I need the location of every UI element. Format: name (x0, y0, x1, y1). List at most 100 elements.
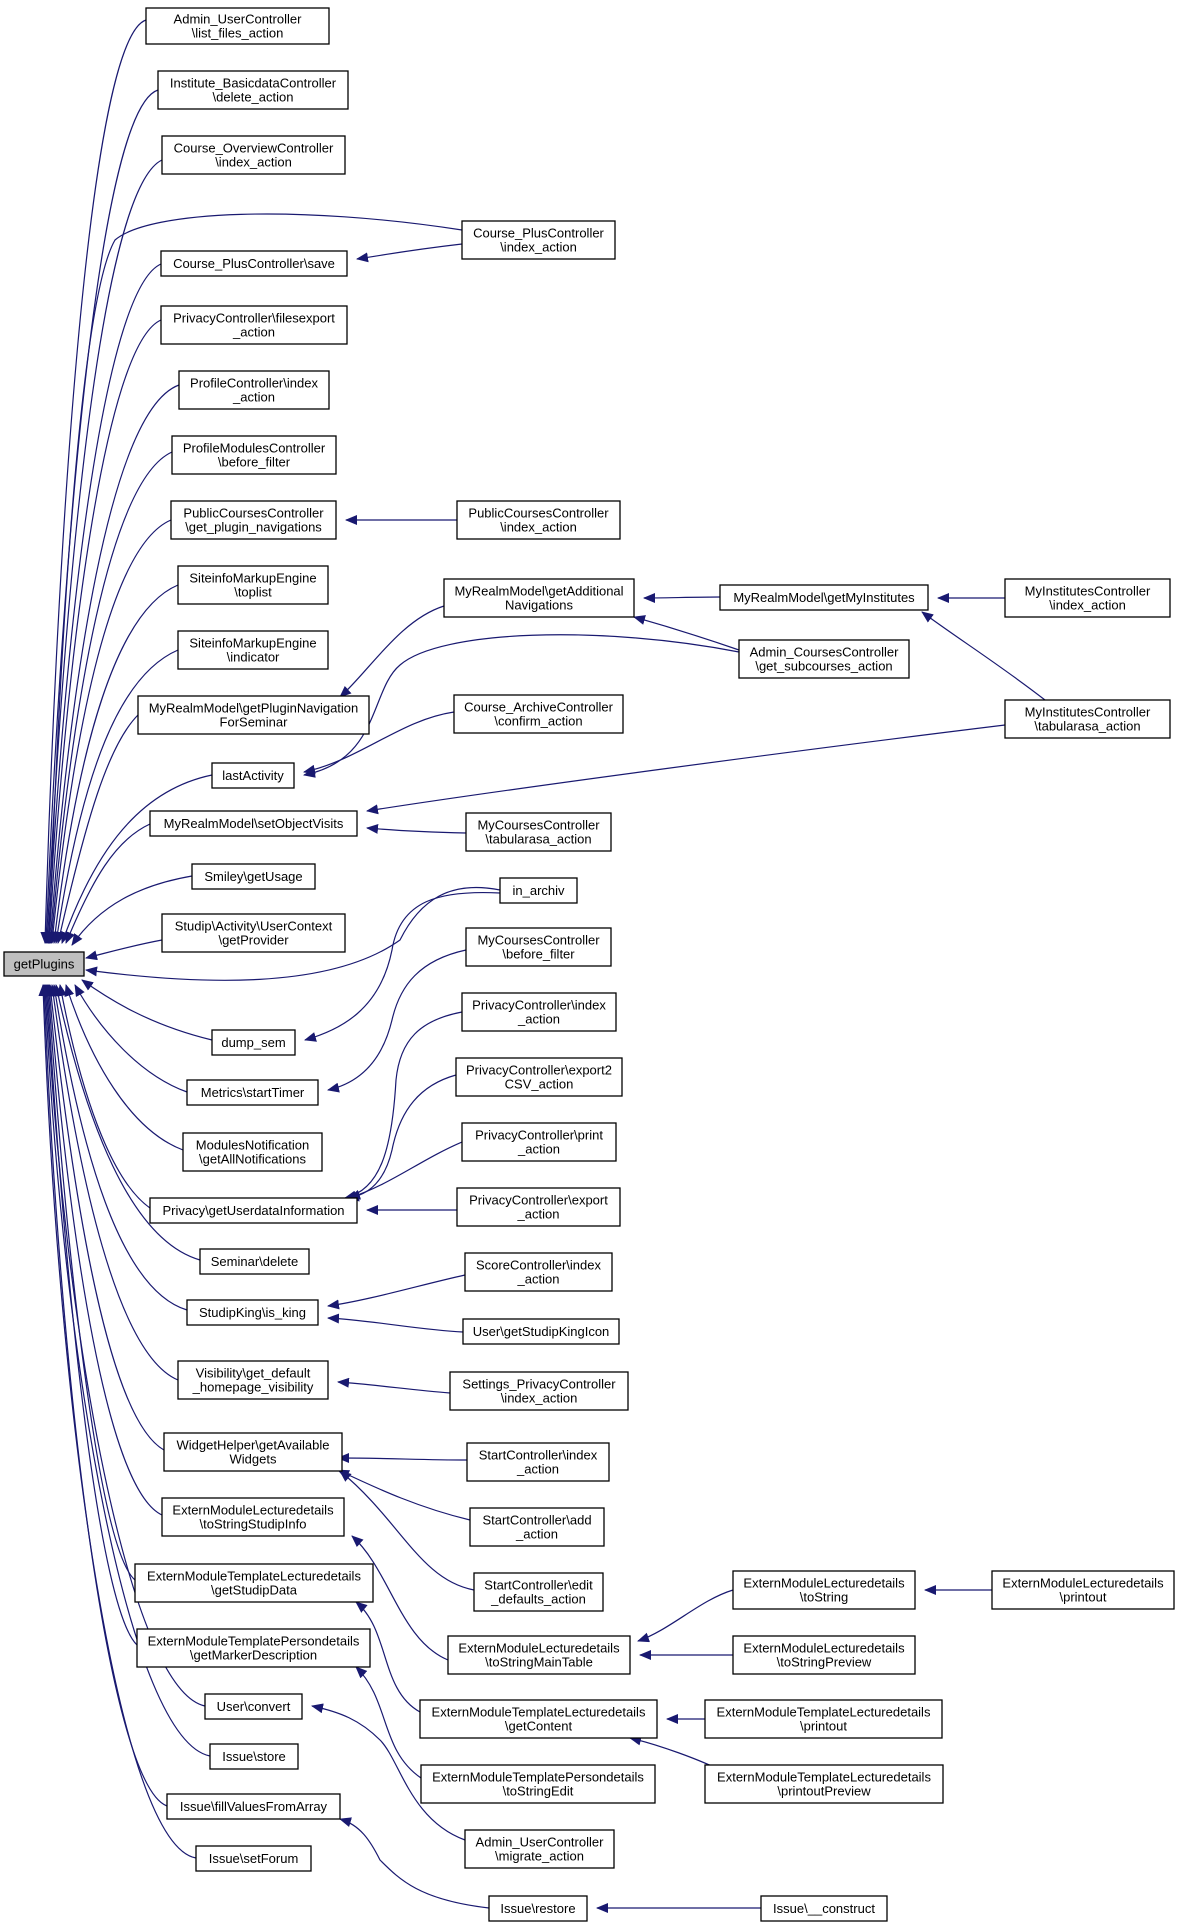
graph-node[interactable]: ExternModuleLecturedetails\toString (732, 1570, 916, 1610)
root-node[interactable]: getPlugins (3, 951, 85, 977)
edge-a19-to-getPlugins (57, 984, 151, 1209)
graph-node[interactable]: ExternModuleLecturedetails\toStringMainT… (447, 1635, 631, 1675)
graph-node[interactable]: Privacy\getUserdataInformation (149, 1197, 358, 1224)
graph-node[interactable]: Visibility\get_default_homepage_visibili… (177, 1360, 329, 1400)
graph-node[interactable]: PublicCoursesController\get_plugin_navig… (170, 500, 337, 540)
graph-node[interactable]: ExternModuleTemplateLecturedetails\getCo… (419, 1699, 658, 1739)
node-box (134, 1563, 374, 1603)
graph-node[interactable]: Issue\store (209, 1743, 299, 1770)
node-label: Admin_UserController (174, 12, 303, 27)
graph-node[interactable]: ExternModuleTemplateLecturedetails\print… (704, 1764, 944, 1804)
graph-node[interactable]: StartController\add_action (469, 1507, 605, 1547)
graph-node[interactable]: MyInstitutesController\tabularasa_action (1004, 699, 1171, 739)
edge-a30-to-getPlugins (38, 984, 197, 1859)
graph-node[interactable]: StartController\edit_defaults_action (473, 1572, 604, 1612)
node-label: ExternModuleTemplateLecturedetails (717, 1705, 931, 1720)
graph-node[interactable]: User\convert (204, 1693, 303, 1720)
graph-node[interactable]: ExternModuleTemplatePersondetails\getMar… (136, 1628, 371, 1668)
graph-node[interactable]: ExternModuleLecturedetails\toStringPrevi… (732, 1635, 916, 1675)
graph-node[interactable]: in_archiv (499, 877, 578, 904)
node-label: \getMarkerDescription (190, 1648, 317, 1663)
node-label: \toString (800, 1590, 848, 1605)
graph-node[interactable]: Admin_CoursesController\get_subcourses_a… (738, 639, 910, 679)
graph-node[interactable]: lastActivity (211, 762, 295, 789)
graph-node[interactable]: Admin_UserController\migrate_action (464, 1829, 615, 1869)
graph-node[interactable]: MyCoursesController\tabularasa_action (465, 812, 612, 852)
node-box (704, 1764, 944, 1804)
graph-node[interactable]: Smiley\getUsage (191, 863, 316, 890)
graph-node[interactable]: ProfileModulesController\before_filter (171, 435, 337, 475)
graph-node[interactable]: Metrics\startTimer (186, 1079, 319, 1106)
node-box (209, 1743, 299, 1770)
graph-node[interactable]: Institute_BasicdataController\delete_act… (157, 70, 349, 110)
node-label: User\convert (217, 1699, 291, 1714)
graph-node[interactable]: Issue\restore (488, 1895, 588, 1922)
edge-a11-to-getPlugins (55, 714, 139, 944)
node-label: Navigations (505, 598, 573, 613)
node-label: _action (232, 390, 275, 405)
node-box (473, 1572, 604, 1612)
edge-layer (38, 19, 1046, 1914)
graph-node[interactable]: PrivacyController\export_action (456, 1187, 621, 1227)
graph-node[interactable]: Seminar\delete (199, 1248, 310, 1275)
node-box (1004, 699, 1171, 739)
graph-node[interactable]: Issue\setForum (195, 1845, 312, 1872)
graph-node[interactable]: MyRealmModel\getPluginNavigationForSemin… (137, 695, 370, 735)
node-label: MyRealmModel\setObjectVisits (164, 816, 344, 831)
graph-node[interactable]: Settings_PrivacyController\index_action (449, 1371, 629, 1411)
graph-node[interactable]: PrivacyController\filesexport_action (160, 305, 348, 345)
node-label: \toStringMainTable (485, 1655, 593, 1670)
graph-node[interactable]: ExternModuleTemplateLecturedetails\print… (704, 1699, 943, 1739)
edge-a12-to-getPlugins (60, 774, 213, 944)
graph-node[interactable]: Issue\__construct (760, 1895, 888, 1922)
node-box (420, 1764, 656, 1804)
node-label: MyRealmModel\getMyInstitutes (733, 590, 915, 605)
graph-node[interactable]: PrivacyController\print_action (461, 1122, 617, 1162)
graph-node[interactable]: dump_sem (211, 1029, 296, 1056)
graph-node[interactable]: Course_ArchiveController\confirm_action (453, 694, 624, 734)
node-label: MyRealmModel\getAdditional (454, 584, 623, 599)
graph-node[interactable]: StudipKing\is_king (186, 1299, 319, 1326)
edge-a9-to-getPlugins (50, 584, 179, 944)
node-box (488, 1895, 588, 1922)
node-label: ExternModuleLecturedetails (1002, 1576, 1164, 1591)
graph-node[interactable]: StartController\index_action (466, 1442, 610, 1482)
node-box (455, 1057, 623, 1097)
graph-node[interactable]: ExternModuleLecturedetails\toStringStudi… (161, 1497, 345, 1537)
node-label: \getAllNotifications (199, 1152, 306, 1167)
graph-node[interactable]: ExternModuleTemplatePersondetails\toStri… (420, 1764, 656, 1804)
graph-node[interactable]: ProfileController\index_action (178, 370, 330, 410)
node-label: ExternModuleTemplateLecturedetails (717, 1770, 931, 1785)
graph-node[interactable]: PrivacyController\index_action (461, 992, 617, 1032)
node-box (991, 1570, 1175, 1610)
node-label: \index_action (500, 520, 577, 535)
graph-node[interactable]: MyRealmModel\setObjectVisits (149, 810, 358, 837)
graph-node[interactable]: SiteinfoMarkupEngine\toplist (177, 565, 329, 605)
graph-node[interactable]: User\getStudipKingIcon (462, 1318, 620, 1345)
graph-node[interactable]: Studip\Activity\UserContext\getProvider (161, 913, 346, 953)
node-label: _action (516, 1462, 559, 1477)
graph-node[interactable]: Course_PlusController\index_action (461, 220, 616, 260)
graph-node[interactable]: Admin_UserController\list_files_action (145, 7, 330, 45)
node-label: PrivacyController\filesexport (173, 311, 335, 326)
graph-node[interactable]: ExternModuleLecturedetails\printout (991, 1570, 1175, 1610)
graph-node[interactable]: MyRealmModel\getMyInstitutes (719, 584, 929, 611)
graph-node[interactable]: Course_OverviewController\index_action (161, 135, 346, 175)
graph-node[interactable]: Issue\fillValuesFromArray (166, 1793, 341, 1820)
node-box (453, 694, 624, 734)
graph-node[interactable]: ModulesNotification\getAllNotifications (182, 1132, 323, 1172)
node-label: _action (515, 1527, 558, 1542)
graph-node[interactable]: PublicCoursesController\index_action (456, 500, 621, 540)
graph-node[interactable]: MyInstitutesController\index_action (1004, 578, 1171, 618)
graph-node[interactable]: ScoreController\index_action (464, 1252, 613, 1292)
graph-node[interactable]: MyCoursesController\before_filter (465, 927, 612, 967)
graph-node[interactable]: Course_PlusController\save (160, 250, 348, 277)
graph-node[interactable]: SiteinfoMarkupEngine\indicator (177, 630, 329, 670)
node-box (157, 70, 349, 110)
graph-node[interactable]: ExternModuleTemplateLecturedetails\getSt… (134, 1563, 374, 1603)
node-box (461, 1122, 617, 1162)
node-box (178, 370, 330, 410)
